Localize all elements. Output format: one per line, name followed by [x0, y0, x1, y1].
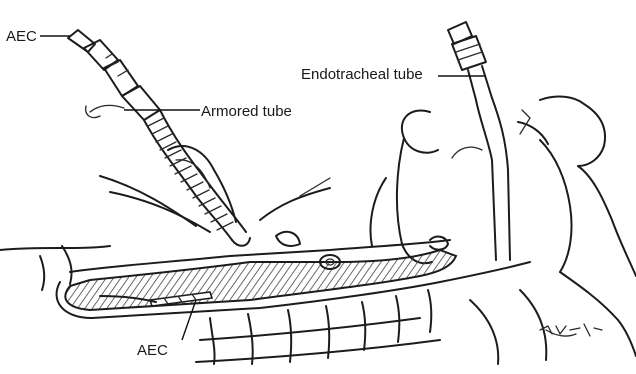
artist-signature: [540, 324, 602, 336]
label-aec-top: AEC: [6, 28, 37, 45]
label-armored-tube: Armored tube: [201, 103, 292, 120]
trachea: [57, 240, 530, 318]
strap-wire-left: [90, 105, 124, 112]
aec-bottom-leader: [182, 300, 196, 340]
head-outline: [397, 97, 636, 276]
label-endotracheal-tube: Endotracheal tube: [301, 66, 423, 83]
endotracheal-tube-connector: [448, 22, 510, 260]
aec-connector: [68, 30, 138, 96]
chin-outline: [470, 272, 636, 364]
label-aec-bottom: AEC: [137, 342, 168, 359]
